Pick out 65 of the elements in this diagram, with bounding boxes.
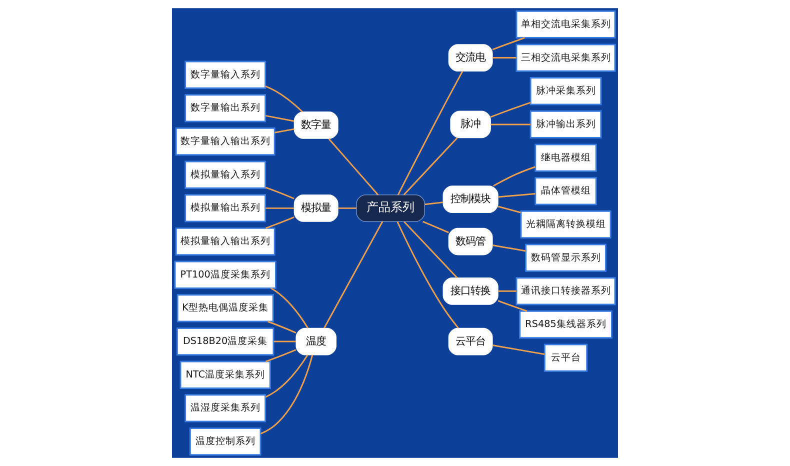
connector (498, 206, 521, 214)
connector (397, 70, 464, 196)
node-box: 控制模块 (442, 186, 498, 213)
node-box: K型热电偶温度采集 (176, 294, 274, 322)
node-box: 模拟量输入系列 (184, 160, 266, 189)
connector (424, 202, 444, 206)
node-box: 云平台 (544, 344, 588, 372)
node-box: 交流电 (448, 44, 493, 72)
node-box: 温度控制系列 (189, 427, 262, 456)
connector (265, 354, 308, 398)
connector (498, 193, 536, 198)
connector (498, 300, 528, 312)
connector (328, 138, 379, 196)
connector (490, 102, 531, 118)
connector (493, 166, 536, 187)
connector (265, 216, 294, 229)
connector (492, 57, 516, 59)
connector (492, 344, 545, 355)
connector (265, 186, 294, 200)
node-box: NTC温度采集系列 (180, 360, 271, 389)
node-box: 模拟量输出系列 (184, 194, 266, 222)
node-box: 模拟量输入输出系列 (175, 227, 276, 256)
connector (403, 137, 458, 196)
node-box: 脉冲输出系列 (530, 110, 602, 139)
node-box: 脉冲采集系列 (530, 77, 602, 106)
node-box: 数字量 (294, 112, 338, 139)
node-box: 晶体管模组 (534, 177, 597, 206)
connector (265, 85, 303, 112)
connector (324, 221, 384, 328)
node-box: 继电器模组 (534, 144, 597, 172)
connector (268, 320, 296, 334)
connector (274, 128, 294, 134)
connector (404, 221, 458, 278)
node-box: 单相交流电采集系列 (516, 10, 616, 39)
connector (422, 220, 449, 234)
node-box: 数码管显示系列 (525, 244, 607, 272)
node-box: 数字量输出系列 (184, 94, 266, 122)
node-box: 数字量输入系列 (184, 60, 266, 89)
connector (490, 124, 530, 126)
node-box: 产品系列 (356, 194, 425, 222)
connector (338, 207, 356, 209)
connector (265, 114, 294, 122)
node-box: DS18B20温度采集 (176, 327, 274, 356)
node-box: 模拟量 (294, 194, 338, 222)
node-box: 温度 (296, 328, 336, 356)
connector (498, 290, 516, 292)
node-box: 脉冲 (450, 110, 491, 138)
node-box: 云平台 (448, 328, 493, 356)
connector (396, 221, 459, 328)
connector (265, 349, 296, 362)
connector (260, 354, 314, 434)
connector (492, 37, 525, 50)
connector (266, 207, 294, 209)
connector (274, 340, 296, 342)
node-box: 光耦隔离转换模组 (520, 210, 612, 239)
node-box: 通讯接口转接器系列 (516, 277, 616, 306)
connector (270, 288, 309, 329)
node-box: RS485集线器系列 (519, 310, 612, 339)
node-box: 数码管 (448, 228, 493, 256)
node-box: 三相交流电采集系列 (516, 44, 616, 72)
node-box: 数字量输入输出系列 (175, 127, 276, 156)
node-box: 接口转换 (442, 277, 498, 305)
node-box: 温湿度采集系列 (184, 394, 266, 422)
connector (492, 244, 526, 252)
node-box: PT100温度采集系列 (174, 260, 276, 289)
